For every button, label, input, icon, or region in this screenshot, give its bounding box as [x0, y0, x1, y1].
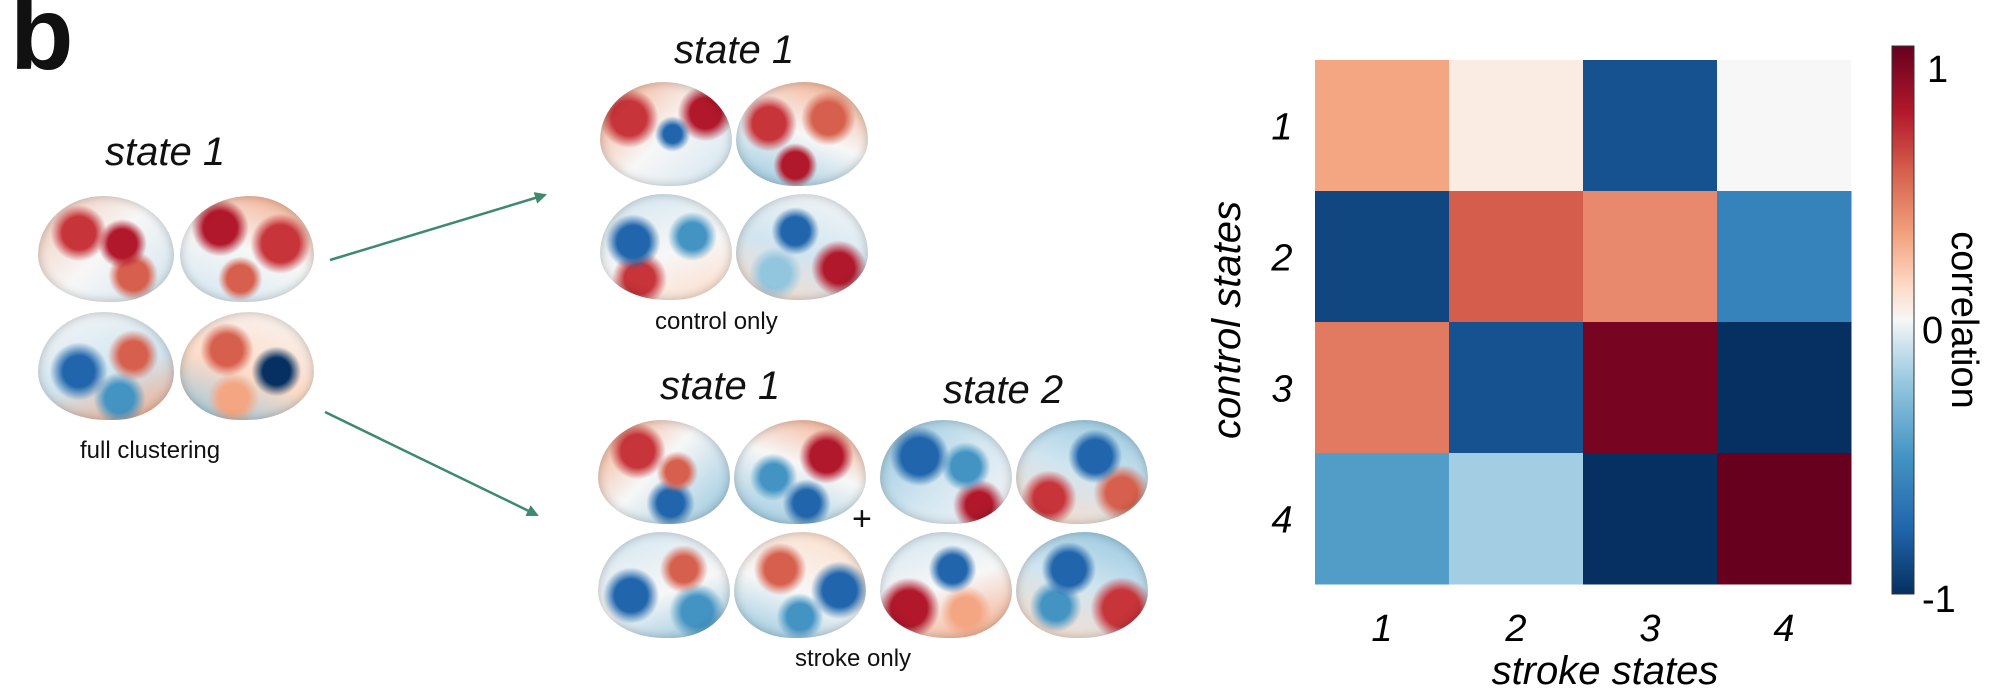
- x-tick-label: 3: [1639, 608, 1660, 650]
- heatmap-cell-r4-c1: [1315, 453, 1450, 585]
- brain-view-right-lateral: [734, 420, 866, 524]
- brain-view-left-medial: [38, 312, 174, 420]
- heatmap-cell-r4-c2: [1449, 453, 1584, 585]
- heatmap-cell-r2-c4: [1717, 191, 1852, 323]
- control-state-title: state 1: [674, 28, 795, 72]
- heatmap-cell-r4-c3: [1583, 453, 1718, 585]
- y-tick-label: 1: [1271, 107, 1292, 149]
- y-tick-labels: 1 2 3 4: [1270, 107, 1292, 542]
- brain-view-left-medial: [600, 194, 732, 300]
- brain-view-right-medial: [180, 312, 314, 420]
- x-tick-label: 4: [1773, 608, 1794, 650]
- x-tick-labels: 1 2 3 4: [1371, 608, 1794, 650]
- brain-view-right-medial: [734, 532, 866, 638]
- arrow-to-control: [329, 192, 547, 262]
- full-clustering-caption: full clustering: [80, 437, 221, 464]
- colorbar-tick-max: 1: [1927, 49, 1948, 91]
- arrow-to-stroke: [324, 410, 539, 517]
- stroke-state-2-brains: [880, 420, 1148, 642]
- brain-view-right-medial: [1016, 532, 1148, 638]
- brain-view-right-lateral: [736, 82, 868, 186]
- full-state-title: state 1: [105, 130, 226, 174]
- colorbar-label: correlation: [1943, 231, 1985, 408]
- heatmap-cell-r1-c4: [1717, 60, 1852, 192]
- brain-view-left-lateral: [600, 82, 732, 186]
- y-tick-label: 4: [1271, 500, 1292, 542]
- brain-view-left-lateral: [38, 196, 174, 302]
- colorbar: [1891, 45, 1915, 595]
- heatmap-cell-r3-c4: [1717, 322, 1852, 454]
- heatmap-cell-r1-c2: [1449, 60, 1584, 192]
- x-tick-label: 2: [1504, 608, 1526, 650]
- full-clustering-brains: [38, 196, 314, 426]
- heatmap-cell-r4-c4: [1717, 453, 1852, 585]
- heatmap-cell-r3-c3: [1583, 322, 1718, 454]
- y-axis-label: control states: [1205, 201, 1249, 439]
- stroke-state-2-title: state 2: [943, 368, 1064, 412]
- heatmap-cell-r3-c1: [1315, 322, 1450, 454]
- plus-sign: +: [852, 500, 872, 538]
- x-axis-label: stroke states: [1492, 649, 1719, 691]
- heatmap-cell-r1-c3: [1583, 60, 1718, 192]
- brain-view-left-lateral: [880, 420, 1012, 524]
- y-tick-label: 3: [1271, 369, 1292, 411]
- heatmap-cell-r2-c2: [1449, 191, 1584, 323]
- heatmap-cell-r1-c1: [1315, 60, 1450, 192]
- brain-view-left-medial: [880, 532, 1012, 638]
- control-only-brains: [600, 82, 868, 304]
- brain-view-right-lateral: [1016, 420, 1148, 524]
- y-tick-label: 2: [1270, 238, 1292, 280]
- heatmap-cell-r2-c3: [1583, 191, 1718, 323]
- heatmap: [1315, 60, 1852, 585]
- x-tick-label: 1: [1371, 608, 1392, 650]
- brain-view-right-medial: [736, 194, 868, 300]
- brain-view-left-lateral: [598, 420, 730, 524]
- brain-view-right-lateral: [180, 196, 314, 302]
- stroke-state-1-title: state 1: [660, 364, 781, 408]
- heatmap-cell-r2-c1: [1315, 191, 1450, 323]
- heatmap-cell-r3-c2: [1449, 322, 1584, 454]
- panel-label: b: [10, 0, 74, 92]
- brain-view-left-medial: [598, 532, 730, 638]
- stroke-state-1-brains: [598, 420, 866, 642]
- colorbar-tick-zero: 0: [1922, 310, 1943, 352]
- stroke-only-caption: stroke only: [795, 645, 912, 672]
- control-only-caption: control only: [655, 308, 778, 335]
- colorbar-tick-min: -1: [1922, 579, 1956, 621]
